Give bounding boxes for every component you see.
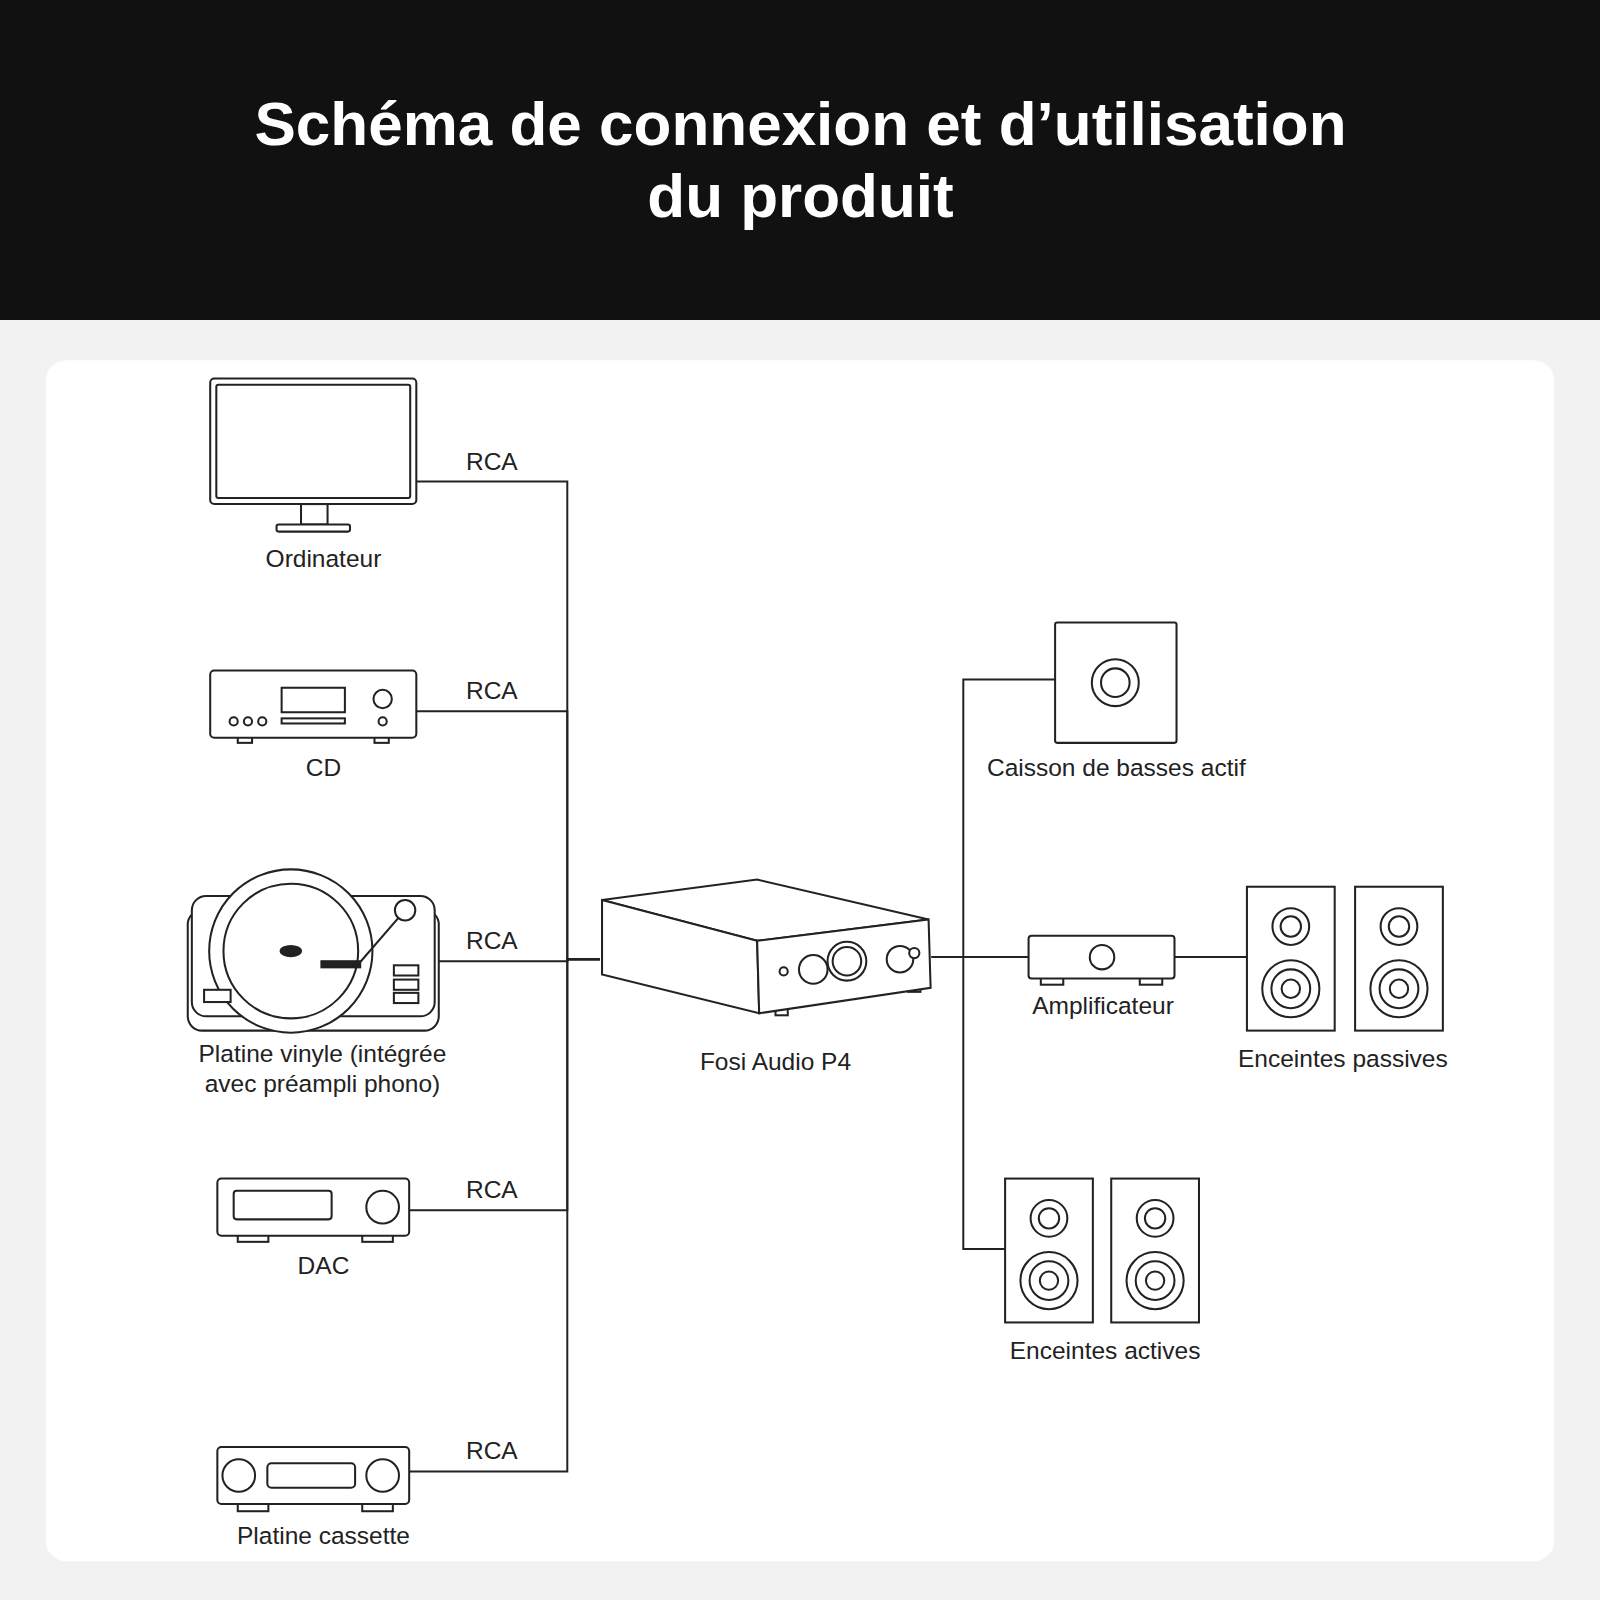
cassette-deck-icon <box>217 1447 409 1511</box>
device-label: Fosi Audio P4 <box>700 1047 851 1077</box>
device-label: Enceintes passives <box>1238 1044 1448 1074</box>
passive-speakers-node: Enceintes passives <box>1247 887 1443 1031</box>
signal-connector <box>416 482 600 960</box>
page-title: Schéma de connexion et d’utilisation du … <box>234 88 1367 232</box>
device-label: Caisson de basses actif <box>987 753 1246 783</box>
computer-node: Ordinateur <box>210 379 416 533</box>
preamp-node: Fosi Audio P4 <box>600 880 932 1014</box>
cable-label: RCA <box>463 927 521 955</box>
preamp-icon <box>602 880 931 1016</box>
turntable-node: Platine vinyle (intégrée avec préampli p… <box>188 896 439 1031</box>
turntable-icon <box>188 869 439 1032</box>
cd-player-icon <box>210 670 416 742</box>
signal-connector <box>409 959 600 1471</box>
passive-speakers-icon <box>1247 887 1443 1031</box>
device-label: Amplificateur <box>1032 991 1174 1021</box>
signal-connector <box>932 957 1006 1249</box>
subwoofer-icon <box>1055 622 1176 742</box>
cable-label: RCA <box>463 448 521 476</box>
device-label: Platine cassette <box>237 1521 410 1551</box>
device-label: Enceintes actives <box>1010 1336 1201 1366</box>
dac-icon <box>217 1179 409 1242</box>
signal-connector <box>932 680 1056 958</box>
device-label: Ordinateur <box>266 544 382 574</box>
cassette-node: Platine cassette <box>217 1447 409 1511</box>
signal-connector <box>416 711 600 959</box>
panel <box>46 360 1554 1561</box>
subwoofer-node: Caisson de basses actif <box>1055 622 1176 742</box>
device-label: DAC <box>298 1251 350 1281</box>
cable-label: RCA <box>463 1176 521 1204</box>
active-speakers-icon <box>1005 1179 1199 1323</box>
active-speakers-node: Enceintes actives <box>1005 1179 1199 1323</box>
device-label: CD <box>306 753 341 783</box>
cd-node: CD <box>210 670 416 742</box>
header-band <box>0 0 1600 320</box>
cable-label: RCA <box>463 1437 521 1465</box>
dac-node: DAC <box>217 1179 409 1242</box>
signal-connector <box>1175 956 1247 958</box>
amplifier-node: Amplificateur <box>1029 936 1175 985</box>
cable-label: RCA <box>463 677 521 705</box>
monitor-icon <box>210 379 416 532</box>
device-label: Platine vinyle (intégrée avec préampli p… <box>129 1039 517 1099</box>
amplifier-icon <box>1029 936 1175 985</box>
